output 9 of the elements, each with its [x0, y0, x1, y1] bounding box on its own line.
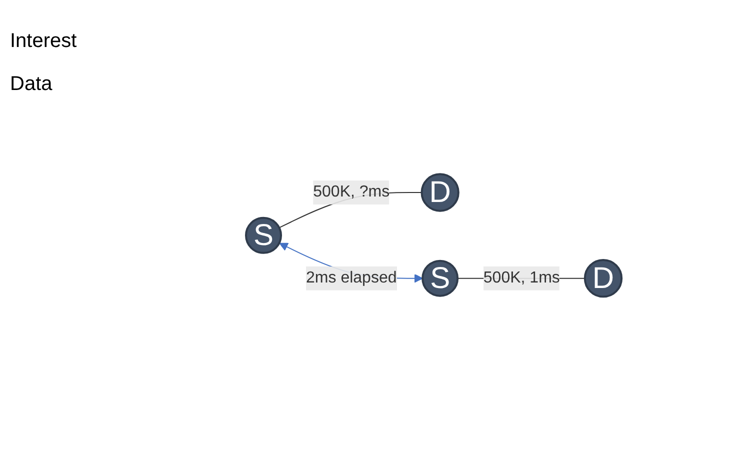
node-circle: D	[420, 172, 460, 212]
text-label: Data	[10, 73, 52, 96]
text-label: Interest	[10, 30, 77, 53]
node-circle: D	[584, 258, 623, 298]
edge-label: 500K, ?ms	[313, 183, 390, 200]
node-circle: S	[245, 216, 282, 254]
edge-label: 500K, 1ms	[484, 268, 560, 286]
node-circle: S	[422, 259, 459, 296]
edge-label: 2ms elapsed	[306, 268, 397, 286]
